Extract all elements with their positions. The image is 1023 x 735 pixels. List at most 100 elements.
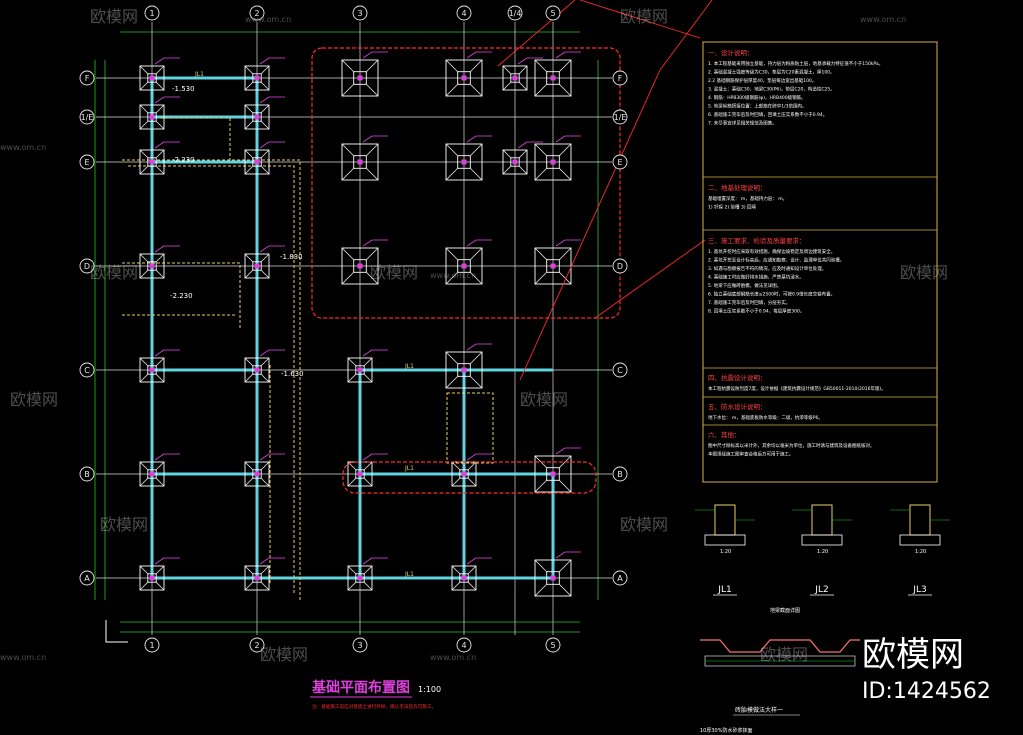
watermark-4: 欧模网 [900, 263, 948, 282]
detail-note: 10厚30%防水砂浆抹面 [700, 727, 752, 734]
brand-logo-text: 欧模网 [862, 635, 964, 675]
grid-bubble-top-1: 1 [144, 5, 160, 21]
ucs-corner-mark [105, 620, 128, 643]
grid-bubble-bottom-3: 3 [352, 637, 368, 653]
notes-heading-6: 六、其他： [708, 430, 741, 439]
svg-text:2: 2 [254, 9, 259, 18]
svg-text:E: E [84, 158, 89, 167]
svg-text:A: A [617, 574, 623, 583]
notes-heading-1: 一、设计说明： [708, 48, 754, 57]
svg-text:C: C [84, 366, 90, 375]
svg-text:欧模网: 欧模网 [760, 645, 808, 664]
elevation-label-3: -1.830 [280, 253, 303, 261]
isolated-footings [139, 51, 581, 597]
footing-10 [445, 343, 492, 389]
svg-text:C: C [617, 366, 623, 375]
grid-bubble-bottom-4: 4 [456, 637, 472, 653]
notes-heading-3: 三、施工要求、检验及质量要求： [708, 236, 806, 245]
section-scale-2: 1:20 [817, 549, 828, 555]
grid-bubble-top-3: 3 [352, 5, 368, 21]
notes-line-5-1: 地下水位： m，基础底板防水等级：二级，抗渗等级P6。 [708, 414, 823, 421]
grid-bubble-left-6: B [79, 466, 95, 482]
dimension-lines [94, 31, 599, 633]
svg-text:5: 5 [550, 9, 555, 18]
drawing-note: 注：基础施工前应对基底土进行钎探，确认无误后方可施工。 [312, 703, 436, 710]
notes-line-3-2: 2. 基坑开挖至设计标高后，应通知勘察、设计、监理单位共同验槽。 [708, 257, 844, 264]
grid-bubble-right-6: B [612, 466, 628, 482]
footing-12 [534, 551, 581, 597]
grid-bubble-left-4: D [79, 258, 95, 274]
footing-13 [139, 57, 180, 91]
watermark-site-5: www.om.cn [430, 653, 476, 662]
notes-heading-2: 二、地基处理说明： [708, 183, 767, 192]
drawing-title: 基础平面布置图 [312, 679, 410, 696]
footing-11 [534, 447, 581, 493]
footing-3 [534, 51, 581, 97]
watermark-11: 欧模网 [760, 645, 808, 664]
notes-line-1-8: 7. 未尽事宜详见相关规范及图集。 [708, 120, 777, 127]
svg-text:欧模网: 欧模网 [620, 7, 668, 26]
grid-bubble-left-3: E [79, 154, 95, 170]
footing-8 [445, 239, 492, 285]
svg-text:欧模网: 欧模网 [900, 263, 948, 282]
grid-bubble-right-1: F [612, 70, 628, 86]
footing-33 [502, 141, 543, 175]
notes-line-6-2: 本图须经施工图审查合格后方可用于施工。 [708, 451, 794, 458]
watermark-1: 欧模网 [90, 7, 138, 26]
watermark-6: 欧模网 [520, 390, 568, 409]
svg-text:B: B [84, 470, 90, 479]
footing-32 [502, 57, 543, 91]
svg-text:欧模网: 欧模网 [90, 263, 138, 282]
footing-1 [341, 51, 388, 97]
grid-bubble-left-2: 1/E [79, 109, 95, 125]
svg-text:欧模网: 欧模网 [90, 7, 138, 26]
notes-line-1-7: 6. 基础施工完毕后及时回填，回填土压实系数不小于0.94。 [708, 111, 827, 118]
elevation-label-2: -2.230 [172, 156, 195, 164]
svg-text:欧模网: 欧模网 [10, 390, 58, 409]
svg-text:1/4: 1/4 [509, 9, 522, 18]
watermark-5: 欧模网 [90, 263, 138, 282]
watermark-9: 欧模网 [620, 515, 668, 534]
beam-label-1: JL1 [194, 71, 204, 78]
watermark-site-6: www.om.cn [0, 653, 46, 662]
grid-bubble-right-7: A [612, 570, 628, 586]
beam-label-3: JL1 [404, 465, 414, 472]
notes-heading-4: 四、抗震设计说明： [708, 373, 767, 382]
svg-text:4: 4 [461, 641, 466, 650]
footing-31 [451, 557, 492, 591]
notes-line-4-1: 本工程抗震设防烈度7度，设计依据《建筑抗震设计规范》GB50011-2010(2… [708, 385, 886, 392]
footing-18 [244, 141, 285, 175]
brick-mould-detail: 砖胎模做法大样一 10厚30%防水砂浆抹面 [700, 639, 860, 734]
grid-bubble-top-5: 1/4 [507, 5, 523, 21]
svg-text:欧模网: 欧模网 [520, 390, 568, 409]
footing-14 [244, 57, 285, 91]
beam-label-4: JL1 [404, 571, 414, 578]
footing-17 [139, 141, 180, 175]
svg-text:A: A [84, 574, 90, 583]
revision-leader-lines [497, 0, 713, 381]
grid-bubble-left-1: F [79, 70, 95, 86]
footing-15 [139, 96, 180, 130]
section-scale-1: 1:20 [720, 549, 731, 555]
footing-25 [244, 453, 285, 487]
section-scale-3: 1:20 [915, 549, 926, 555]
svg-text:4: 4 [461, 9, 466, 18]
watermark-site-2: www.om.cn [860, 15, 906, 24]
svg-text:3: 3 [357, 641, 362, 650]
notes-line-1-6: 5. 地梁纵筋搭接位置：上部筋在跨中1/3范围内。 [708, 103, 806, 110]
brand-id: ID:1424562 [862, 679, 991, 704]
notes-line-1-5: 4. 钢筋：HPB300级钢筋(φ)，HRB400级钢筋。 [708, 94, 806, 101]
revision-clouds [311, 47, 621, 494]
notes-line-1-1: 1. 本工程基础采用独立基础，持力层为粉质粘土层，地基承载力特征值不小于150k… [708, 60, 883, 67]
grid-bubble-left-5: C [79, 362, 95, 378]
sections-caption: 地梁截面详图 [770, 607, 800, 614]
watermarks: 欧模网欧模网欧模网欧模网欧模网欧模网欧模网欧模网欧模网欧模网欧模网www.om.… [0, 7, 948, 664]
grid-bubble-bottom-5: 5 [545, 637, 561, 653]
grid-bubble-right-5: C [612, 362, 628, 378]
pit-wall-outline [122, 117, 494, 600]
beam-labels: JL1 JL1 JL1 JL1 [194, 71, 414, 578]
grid-bubble-right-4: D [612, 258, 628, 274]
notes-line-3-7: 7. 基础施工完毕后及时回填，分层夯实。 [708, 299, 790, 306]
